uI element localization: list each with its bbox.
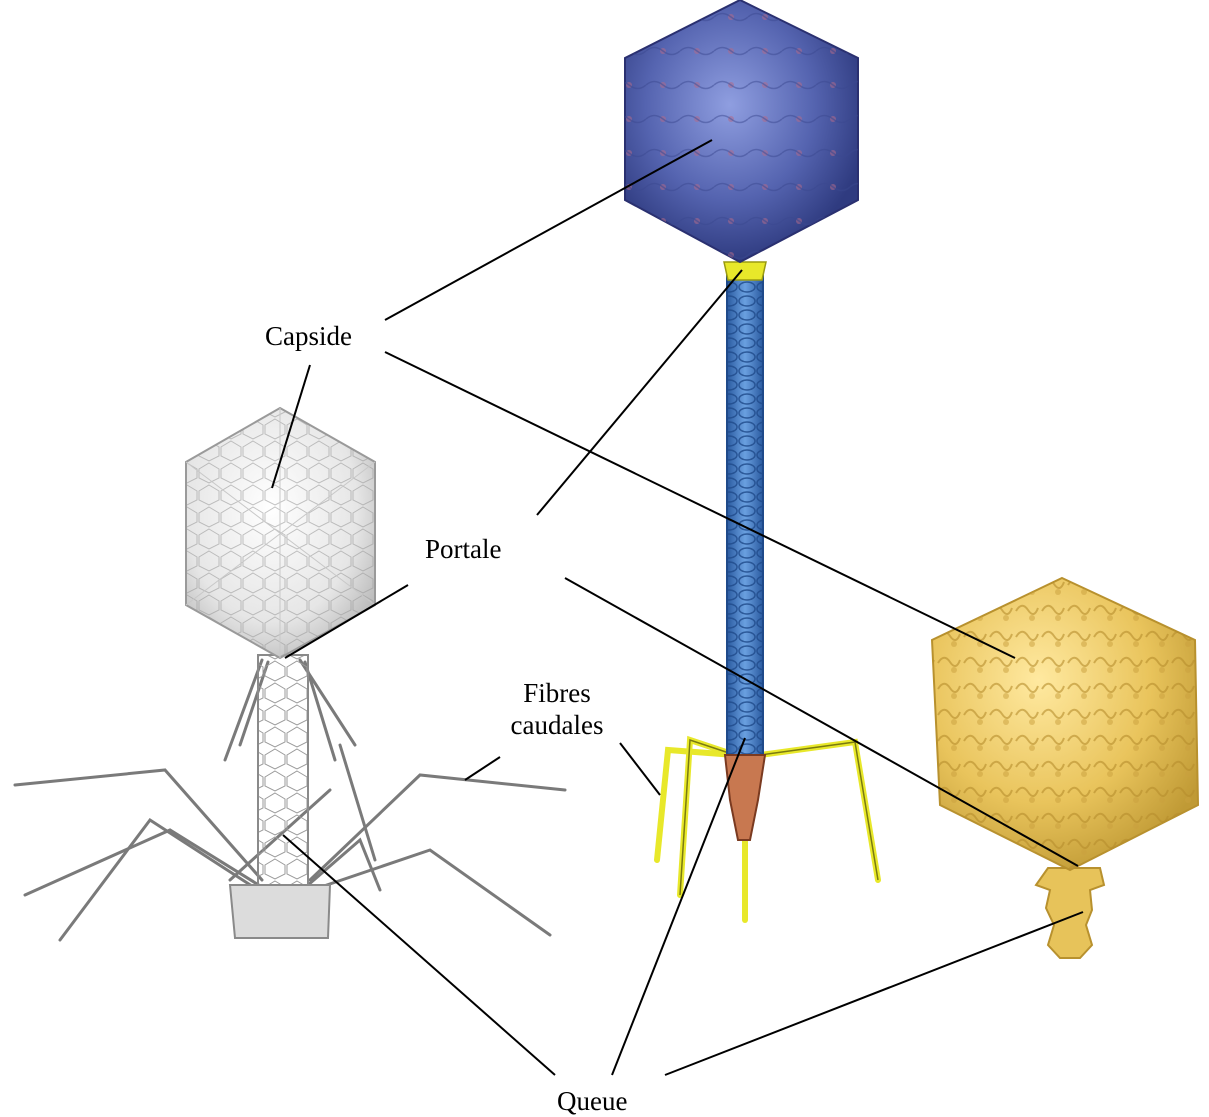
leader-capside-blue (385, 140, 712, 320)
leader-capside-gold (385, 352, 1015, 658)
label-fibres-caudales: Fibres caudales (472, 677, 642, 741)
leader-queue-gold (665, 912, 1083, 1075)
label-fibres-line1: Fibres (472, 677, 642, 709)
gold-phage (932, 578, 1198, 958)
blue-tail-fibers (657, 740, 878, 920)
sketch-phage (15, 408, 565, 940)
label-fibres-line2: caudales (472, 709, 642, 741)
leader-fibres-blue (620, 743, 660, 795)
blue-phage (625, 0, 878, 920)
label-capside: Capside (265, 320, 352, 352)
label-queue: Queue (557, 1085, 627, 1117)
leader-lines (272, 140, 1083, 1075)
label-portale: Portale (425, 533, 501, 565)
leader-queue-blue (612, 738, 745, 1075)
blue-baseplate (725, 755, 765, 840)
leader-queue-sketch (283, 835, 555, 1075)
leader-fibres-sketch (465, 757, 500, 780)
blue-portal (724, 262, 766, 280)
leader-portale-blue (537, 270, 742, 515)
gold-tail (1036, 868, 1104, 958)
sketch-baseplate (230, 885, 330, 938)
